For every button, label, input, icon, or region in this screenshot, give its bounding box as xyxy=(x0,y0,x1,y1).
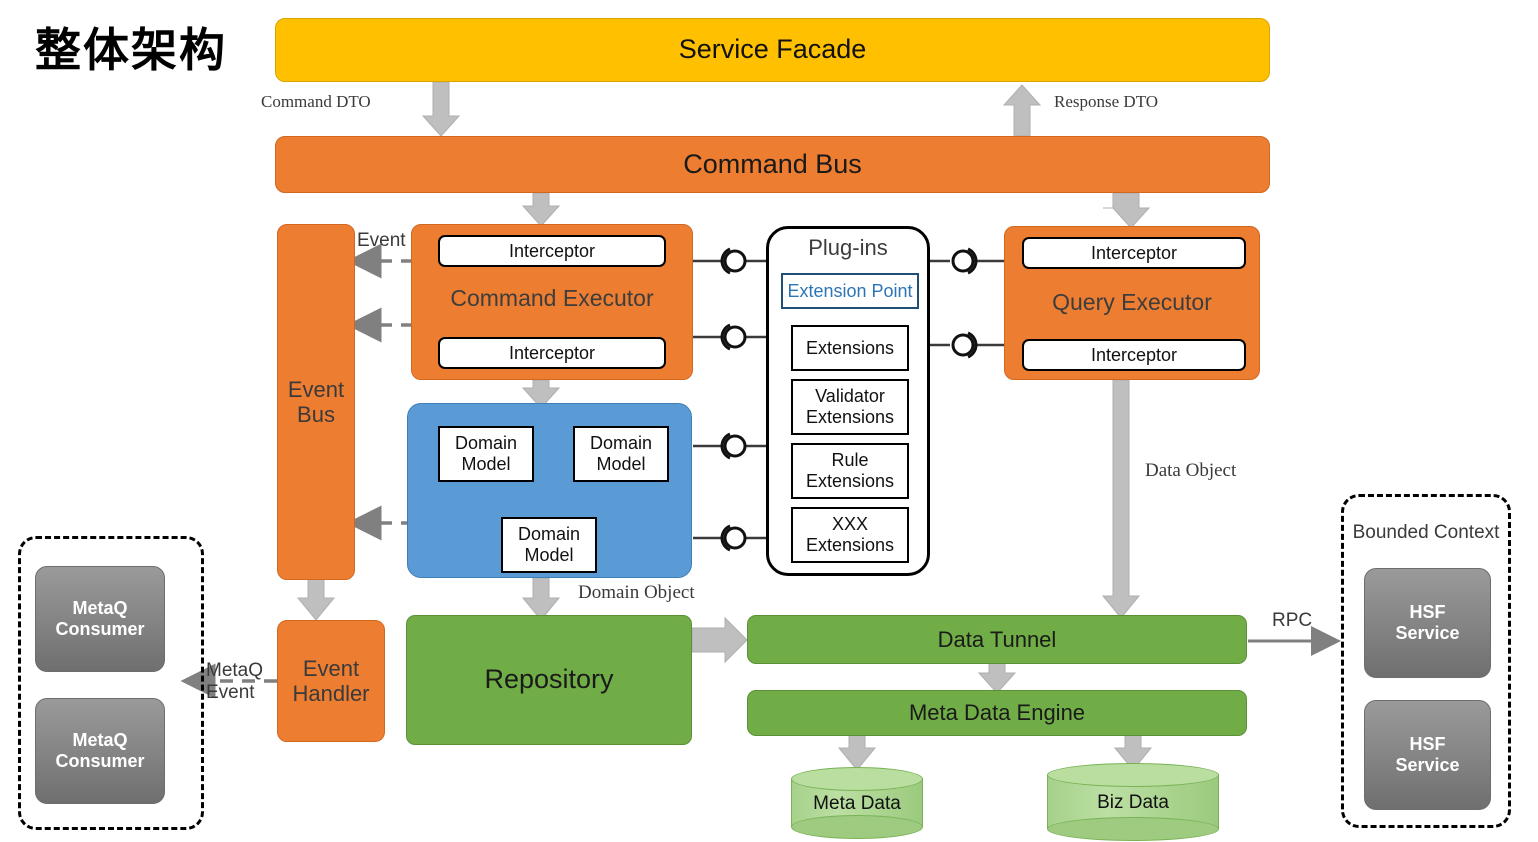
hsf-service-2-line2: Service xyxy=(1395,755,1460,775)
extension-point-chip[interactable]: Extension Point xyxy=(781,273,919,309)
arrow-domain-object xyxy=(521,577,561,621)
label-command-dto: Command DTO xyxy=(261,92,371,111)
label-data-object: Data Object xyxy=(1145,460,1237,481)
query-executor-box[interactable]: Interceptor Query Executor Interceptor xyxy=(1004,226,1260,380)
arrow-response-dto xyxy=(1002,84,1042,137)
domain-model-a-line1: Domain xyxy=(454,433,518,454)
metaq-consumer-2[interactable]: MetaQ Consumer xyxy=(35,698,165,804)
plugin-item-3-line1: XXX xyxy=(831,514,869,535)
metaq-consumer-2-line2: Consumer xyxy=(55,751,145,771)
plugin-item-1-line1: Validator xyxy=(815,386,885,407)
hsf-service-1[interactable]: HSF Service xyxy=(1364,568,1491,678)
plugins-panel[interactable]: Plug-ins Extension Point Extensions Vali… xyxy=(766,226,930,576)
domain-model-a-line2: Model xyxy=(461,454,511,474)
query-interceptor-top[interactable]: Interceptor xyxy=(1022,237,1246,269)
bounded-context-title: Bounded Context xyxy=(1352,522,1500,543)
socket-connectors-right xyxy=(930,247,1004,359)
domain-model-b[interactable]: Domain Model xyxy=(573,426,669,482)
plugin-item-rule-extensions[interactable]: Rule Extensions xyxy=(791,443,909,499)
arrow-eventbus-to-eventhandler xyxy=(296,577,336,621)
label-domain-object: Domain Object xyxy=(578,582,695,603)
label-event: Event xyxy=(357,230,406,251)
socket-connectors-left xyxy=(693,247,766,552)
arrow-datatunnel-to-metadataengine xyxy=(977,662,1017,694)
command-executor-title: Command Executor xyxy=(450,285,654,311)
plugin-item-2-line2: Extensions xyxy=(805,471,895,491)
domain-model-c-line2: Model xyxy=(524,545,574,565)
arrow-repository-to-datatunnel xyxy=(691,616,748,664)
page-title: 整体架构 xyxy=(35,23,227,77)
query-executor-title: Query Executor xyxy=(1052,289,1212,315)
metaq-consumer-1[interactable]: MetaQ Consumer xyxy=(35,566,165,672)
label-response-dto: Response DTO xyxy=(1054,92,1159,111)
arrow-command-dto xyxy=(421,81,461,137)
arrow-data-object xyxy=(1101,379,1141,619)
plugin-item-0-line1: Extensions xyxy=(805,337,895,358)
domain-object-box[interactable]: Domain Model Domain Model Domain Model xyxy=(407,403,692,578)
plugin-item-1-line2: Extensions xyxy=(805,407,895,427)
plugin-item-extensions[interactable]: Extensions xyxy=(791,325,909,371)
label-metaq-event-line1: MetaQ xyxy=(206,660,264,681)
domain-model-c[interactable]: Domain Model xyxy=(501,517,597,573)
event-bus-label-line1: Event xyxy=(287,376,345,402)
data-tunnel-box[interactable]: Data Tunnel xyxy=(747,615,1247,664)
hsf-service-1-line1: HSF xyxy=(1409,602,1446,623)
biz-data-store[interactable]: Biz Data xyxy=(1047,763,1219,841)
plugin-item-2-line1: Rule xyxy=(831,450,869,471)
command-interceptor-top[interactable]: Interceptor xyxy=(438,235,666,267)
service-facade-box[interactable]: Service Facade xyxy=(275,18,1270,82)
biz-data-store-label: Biz Data xyxy=(1097,792,1169,814)
metaq-group xyxy=(18,536,204,830)
biz-data-store-top xyxy=(1047,763,1219,787)
command-executor-box[interactable]: Interceptor Command Executor Interceptor xyxy=(411,224,693,380)
command-interceptor-bottom[interactable]: Interceptor xyxy=(438,337,666,369)
bounded-context-group xyxy=(1341,494,1511,828)
hsf-service-2-line1: HSF xyxy=(1409,734,1446,755)
domain-model-c-line1: Domain xyxy=(517,524,581,545)
arrow-bus-to-query-executor xyxy=(1103,192,1151,229)
meta-data-engine-box[interactable]: Meta Data Engine xyxy=(747,690,1247,736)
domain-model-b-line1: Domain xyxy=(589,433,653,454)
meta-data-store-top xyxy=(791,767,923,791)
event-bus-box[interactable]: Event Bus xyxy=(277,224,355,580)
metaq-consumer-1-line2: Consumer xyxy=(55,619,145,639)
hsf-service-2[interactable]: HSF Service xyxy=(1364,700,1491,810)
plugin-item-3-line2: Extensions xyxy=(805,535,895,555)
domain-model-b-line2: Model xyxy=(596,454,646,474)
event-handler-label-line2: Handler xyxy=(292,681,370,706)
meta-data-store-bottom xyxy=(791,815,923,839)
metaq-consumer-2-line1: MetaQ xyxy=(72,730,128,751)
plugins-title: Plug-ins xyxy=(808,235,888,260)
arrow-engine-to-metadata xyxy=(837,734,877,771)
hsf-service-1-line2: Service xyxy=(1395,623,1460,643)
event-handler-label-line1: Event xyxy=(302,655,360,681)
biz-data-store-bottom xyxy=(1047,817,1219,841)
repository-box[interactable]: Repository xyxy=(406,615,692,745)
meta-data-store[interactable]: Meta Data xyxy=(791,767,923,839)
event-handler-box[interactable]: Event Handler xyxy=(277,620,385,742)
arrow-bus-to-command-executor xyxy=(521,192,561,227)
label-metaq-event: MetaQ Event xyxy=(206,660,263,704)
domain-model-a[interactable]: Domain Model xyxy=(438,426,534,482)
meta-data-store-label: Meta Data xyxy=(813,793,901,815)
label-metaq-event-line2: Event xyxy=(206,681,255,703)
plugin-item-xxx-extensions[interactable]: XXX Extensions xyxy=(791,507,909,563)
metaq-consumer-1-line1: MetaQ xyxy=(72,598,128,619)
query-interceptor-bottom[interactable]: Interceptor xyxy=(1022,339,1246,371)
label-rpc: RPC xyxy=(1272,610,1313,631)
plugin-item-validator-extensions[interactable]: Validator Extensions xyxy=(791,379,909,435)
event-bus-label-line2: Bus xyxy=(297,402,335,427)
command-bus-box[interactable]: Command Bus xyxy=(275,136,1270,193)
